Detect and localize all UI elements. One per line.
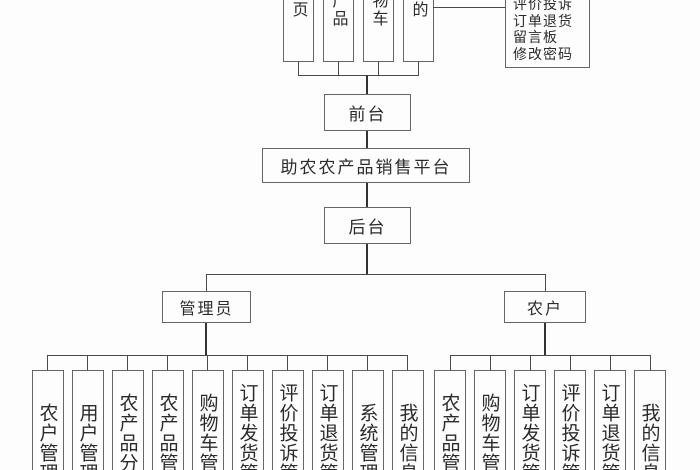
admin-module-label: 购物车管理 (196, 393, 219, 470)
admin-label: 管理员 (179, 299, 234, 318)
farmer-label: 农户 (526, 299, 563, 318)
admin-module-label: 用户管理 (76, 403, 99, 470)
connector-line (450, 355, 650, 356)
farmer-module-box: 订单退货管理 (594, 370, 626, 470)
front-box: 前台 (324, 94, 411, 131)
front-label: 前台 (348, 105, 387, 125)
admin-module-label: 农户管理 (36, 403, 59, 470)
farmer-module-label: 评价投诉管理 (558, 383, 581, 470)
submenu-item-feedback: 评价投诉 (513, 0, 573, 13)
admin-module-box: 购物车管理 (192, 370, 224, 470)
platform-title: 助农农产品销售平台 (280, 158, 452, 178)
admin-module-label: 我的信息 (396, 403, 419, 470)
admin-module-label: 农产品管理 (156, 393, 179, 470)
connector-line (570, 355, 571, 370)
connector-line (127, 355, 128, 370)
admin-module-box: 评价投诉管理 (272, 370, 304, 470)
connector-line (545, 274, 546, 291)
menu-box-mine: 我的 (403, 0, 434, 62)
back-box: 后台 (324, 207, 411, 244)
submenu-item-password: 修改密码 (513, 46, 573, 63)
connector-line (205, 323, 207, 355)
admin-module-label: 农产品分类 (116, 393, 139, 470)
connector-line (287, 355, 288, 370)
farmer-module-label: 我的信息 (638, 403, 661, 470)
connector-line (206, 274, 207, 291)
connector-line (167, 355, 168, 370)
menu-label-home: 首页 (289, 0, 309, 19)
connector-line (650, 355, 651, 370)
connector-line (298, 62, 299, 75)
admin-box: 管理员 (162, 291, 251, 323)
admin-module-label: 评价投诉管理 (276, 383, 299, 470)
farmer-module-box: 订单发货管理 (514, 370, 546, 470)
submenu-box: 评价投诉 订单退货 留言板 修改密码 (505, 0, 590, 68)
back-label: 后台 (348, 218, 387, 238)
admin-module-box: 农产品管理 (152, 370, 184, 470)
connector-line (407, 355, 408, 370)
connector-line (418, 62, 419, 75)
farmer-module-label: 农产品管理 (438, 393, 461, 470)
admin-module-label: 订单退货管理 (316, 383, 339, 470)
connector-line (338, 62, 339, 75)
farmer-module-box: 我的信息 (634, 370, 666, 470)
admin-module-label: 系统管理 (356, 403, 379, 470)
menu-label-cart: 购物车 (369, 0, 389, 28)
connector-line (530, 355, 531, 370)
connector-line (366, 183, 368, 207)
connector-line (206, 274, 546, 275)
admin-module-box: 用户管理 (72, 370, 104, 470)
connector-line (450, 355, 451, 370)
admin-module-box: 我的信息 (392, 370, 424, 470)
farmer-module-box: 购物车管理 (474, 370, 506, 470)
connector-line (298, 75, 419, 76)
connector-line (327, 355, 328, 370)
submenu-item-messageboard: 留言板 (513, 30, 558, 46)
submenu-item-returns: 订单退货 (513, 13, 573, 30)
connector-line (47, 355, 408, 356)
connector-line (87, 355, 88, 370)
farmer-module-label: 订单发货管理 (518, 383, 541, 470)
connector-line (610, 355, 611, 370)
connector-line (366, 75, 368, 94)
farmer-module-box: 评价投诉管理 (554, 370, 586, 470)
farmer-box: 农户 (504, 291, 586, 323)
connector-line (366, 131, 368, 148)
admin-module-label: 订单发货管理 (236, 383, 259, 470)
farmer-module-label: 订单退货管理 (598, 383, 621, 470)
connector-line (47, 355, 48, 370)
menu-box-products: 农产品 (323, 0, 354, 62)
connector-line (378, 62, 379, 75)
connector-line (207, 355, 208, 370)
connector-line (490, 355, 491, 370)
connector-line (433, 7, 505, 8)
admin-module-box: 订单发货管理 (232, 370, 264, 470)
admin-module-box: 农户管理 (32, 370, 64, 470)
farmer-module-label: 购物车管理 (478, 393, 501, 470)
connector-line (544, 323, 546, 355)
connector-line (247, 355, 248, 370)
connector-line (367, 355, 368, 370)
connector-line (366, 244, 368, 274)
menu-label-mine: 我的 (409, 0, 429, 19)
farmer-module-box: 农产品管理 (434, 370, 466, 470)
menu-box-cart: 购物车 (363, 0, 394, 62)
menu-box-home: 首页 (283, 0, 314, 62)
admin-module-box: 订单退货管理 (312, 370, 344, 470)
menu-label-products: 农产品 (329, 0, 349, 28)
platform-box: 助农农产品销售平台 (262, 148, 470, 183)
admin-module-box: 系统管理 (352, 370, 384, 470)
admin-module-box: 农产品分类 (112, 370, 144, 470)
